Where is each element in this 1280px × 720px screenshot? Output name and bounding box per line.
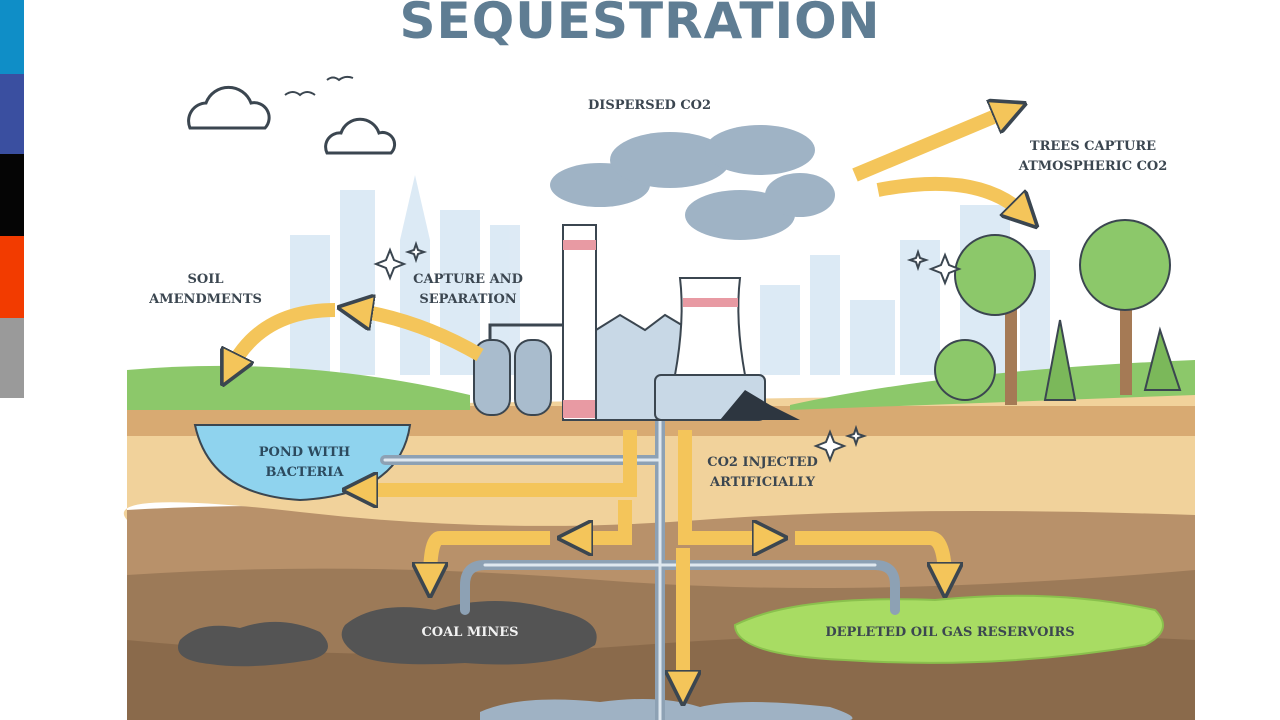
- depleted-reservoir: [733, 594, 1164, 664]
- coal-mine: [178, 621, 328, 667]
- depleted-reservoirs-label: DEPLETED OIL GAS RESERVOIRS: [825, 625, 1075, 640]
- capture-separation-label: CAPTURE AND SEPARATION: [398, 270, 538, 310]
- strip-blue: [0, 0, 24, 74]
- cloud-icon: [187, 85, 271, 130]
- cooling-tower: [673, 277, 747, 376]
- co2-injected-label: CO2 INJECTED ARTIFICIALLY: [695, 453, 830, 493]
- sparkle-icon: [373, 240, 962, 463]
- pond-label: POND WITH BACTERIA: [237, 443, 372, 483]
- arrow-to-capture: [355, 310, 484, 362]
- arrow-to-soil: [230, 303, 336, 370]
- forest: [934, 219, 1182, 405]
- storage-tank: [473, 339, 511, 416]
- co2-injected-line-2: ARTIFICIALLY: [710, 475, 815, 490]
- page-title: SEQUESTRATION: [399, 0, 881, 50]
- chimney: [562, 224, 597, 421]
- power-plant: [473, 224, 800, 421]
- flow-arrows: [230, 110, 1025, 688]
- arrow-to-pond: [360, 430, 637, 490]
- arrow-to-left-layer: [575, 500, 632, 538]
- co2-injected-line-1: CO2 INJECTED: [707, 455, 818, 470]
- arrow-injected-right: [678, 430, 770, 538]
- strip-indigo: [0, 74, 24, 154]
- deep-water: [480, 698, 853, 720]
- capture-separation-line-1: CAPTURE AND: [413, 272, 523, 287]
- grass-area: [790, 360, 1195, 410]
- grass-area: [127, 365, 470, 410]
- trees-capture-line-1: TREES CAPTURE: [1029, 139, 1157, 154]
- arrow-to-reservoir: [795, 531, 945, 580]
- soil-amendments-label: SOIL AMENDMENTS: [138, 270, 273, 310]
- strip-gray: [0, 318, 24, 398]
- cloud-icon: [324, 117, 397, 155]
- capture-separation-line-2: SEPARATION: [419, 292, 517, 307]
- soil-amendments-line-2: AMENDMENTS: [149, 292, 262, 307]
- soil-amendments-line-1: SOIL: [187, 272, 224, 287]
- arrow-to-atmosphere: [852, 110, 1010, 182]
- arrow-to-trees: [876, 176, 1025, 215]
- arrow-to-coal: [430, 531, 550, 580]
- bird-icon: [284, 75, 354, 97]
- co2-smoke: [550, 125, 835, 240]
- storage-tank: [514, 339, 552, 416]
- strip-orange: [0, 236, 24, 318]
- strip-black: [0, 154, 24, 236]
- trees-capture-line-2: ATMOSPHERIC CO2: [1018, 159, 1168, 174]
- trees-capture-label: TREES CAPTURE ATMOSPHERIC CO2: [1008, 137, 1178, 177]
- coal-mines-label: COAL MINES: [421, 625, 519, 640]
- pond-line-2: BACTERIA: [265, 465, 344, 480]
- coal-pile: [720, 390, 800, 420]
- coal-mine: [341, 601, 597, 665]
- dispersed-co2-label: DISPERSED CO2: [588, 98, 712, 113]
- pond-line-1: POND WITH: [258, 445, 351, 460]
